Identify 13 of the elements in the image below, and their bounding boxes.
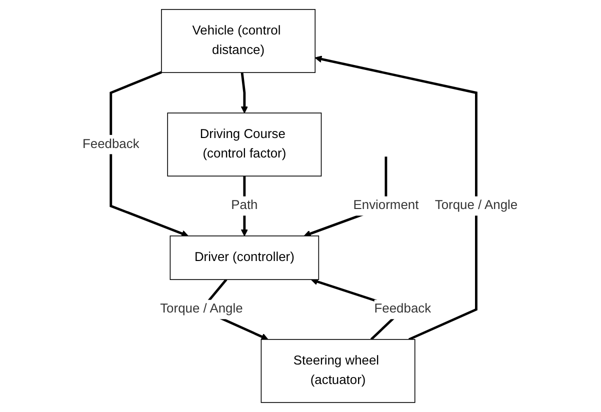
- edge-label: Torque / Angle: [435, 198, 518, 212]
- arrow: [315, 56, 478, 341]
- edge-label: Path: [232, 198, 258, 212]
- node-box: Vehicle (control distance): [162, 9, 316, 73]
- arrow: [110, 71, 189, 237]
- node-box: Driving Course (control factor): [168, 112, 322, 176]
- edge-label: Torque / Angle: [160, 302, 244, 316]
- edge-label: Feedback: [374, 302, 432, 316]
- edge-label: Enviorment: [354, 198, 420, 212]
- edge-label: Feedback: [82, 137, 140, 151]
- node-box: Driver (controller): [170, 236, 320, 280]
- node-box: Steering wheel (actuator): [261, 339, 416, 403]
- arrow: [241, 72, 248, 114]
